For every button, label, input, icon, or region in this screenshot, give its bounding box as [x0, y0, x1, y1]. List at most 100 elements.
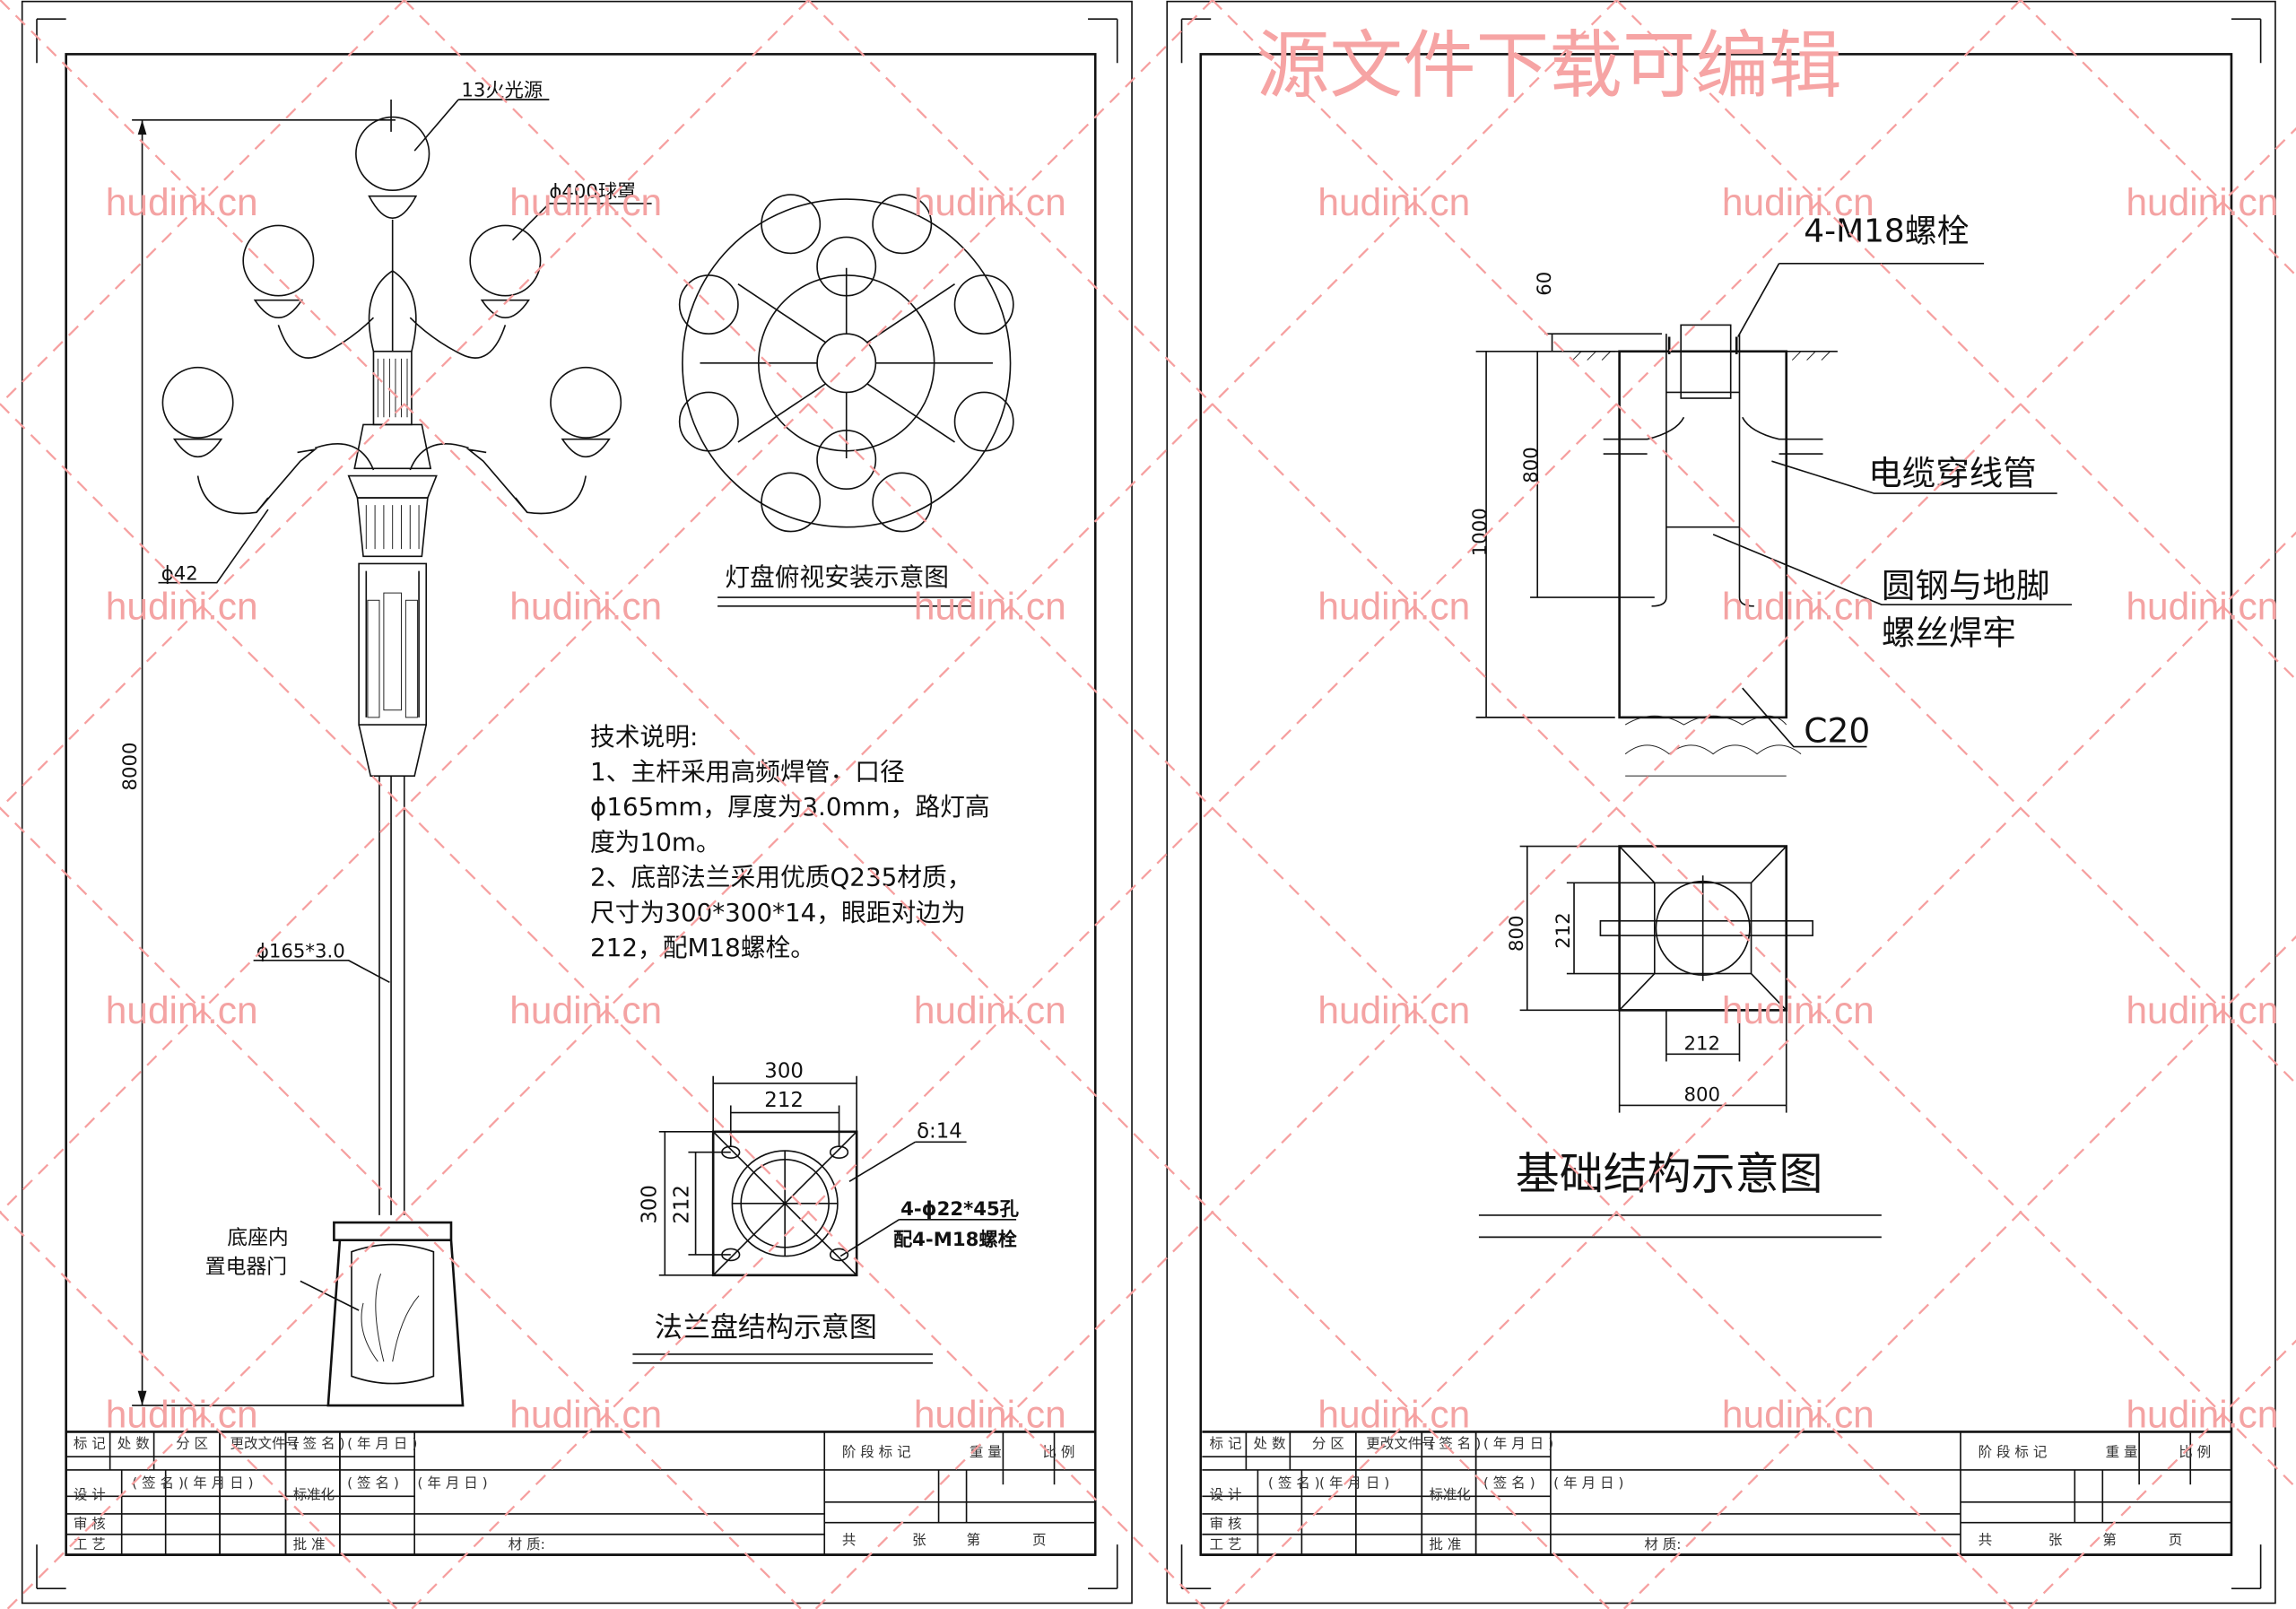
title-block-line: [1202, 1456, 1961, 1535]
title-block-header: ( 签 名 ): [293, 1435, 345, 1451]
watermark-text: hudini.cn: [914, 586, 1066, 628]
title-block-line: [1202, 1431, 2231, 1556]
standard-sign: ( 签 名 ): [347, 1475, 399, 1492]
watermark-text: hudini.cn: [1318, 1394, 1470, 1436]
standard-sign: ( 签 名 ): [1483, 1475, 1535, 1492]
globe: [550, 366, 622, 439]
process-label: 工 艺: [74, 1536, 106, 1552]
watermark-line: [1615, 0, 2296, 682]
watermark-line: [1212, 0, 2296, 1085]
watermark-line: [0, 0, 405, 406]
sheet-count-label: 张: [2048, 1532, 2063, 1548]
title-block-line: [1550, 1431, 2231, 1555]
review-label: 审 核: [74, 1516, 106, 1532]
standard-label: 标准化: [293, 1487, 335, 1503]
tech-note-line: ϕ165mm，厚度为3.0mm，路灯高: [590, 792, 990, 822]
watermark-text: hudini.cn: [2126, 181, 2278, 223]
watermark-text: hudini.cn: [914, 989, 1066, 1031]
top-view-title: 灯盘俯视安装示意图: [725, 562, 949, 592]
title-block-left: 标 记处 数分 区更改文件号( 签 名 )( 年 月 日 )设 计( 签 名 )…: [65, 1431, 1096, 1556]
foundation-title: 基础结构示意图: [1516, 1149, 1823, 1200]
right-sheet-frame: [1199, 53, 2233, 1556]
sheet-count-label: 共: [842, 1532, 857, 1548]
weld-label-2: 螺丝焊牢: [1882, 613, 2016, 652]
material-label: 材 质:: [1644, 1536, 1681, 1552]
watermark-line: [0, 1210, 399, 1609]
watermark-text: hudini.cn: [106, 1394, 258, 1436]
watermark-text: hudini.cn: [106, 586, 258, 628]
flange-title: 法兰盘结构示意图: [655, 1311, 877, 1344]
watermark-text: hudini.cn: [2126, 586, 2278, 628]
base-door-label-2: 置电器门: [205, 1256, 287, 1279]
watermark-line: [410, 0, 2022, 1609]
title-block-header: 更改文件号: [1366, 1435, 1436, 1451]
watermark-line: [2026, 1339, 2296, 1609]
flange-drawing: 300 212 300 212 δ:14 4-ϕ22*45孔 配4-M18螺栓 …: [632, 1059, 1019, 1364]
title-block-line: [65, 1456, 825, 1535]
title-block-header: 处 数: [117, 1435, 150, 1451]
title-block-line: [219, 1431, 341, 1555]
tech-note-line: 212，配M18螺栓。: [590, 933, 815, 962]
sheet-count-label: 共: [1979, 1532, 1993, 1548]
watermark-text: hudini.cn: [2126, 989, 2278, 1031]
foundation-plan: 800 212 212 800 基础结构示意图: [1478, 845, 1882, 1239]
approve-label: 批 准: [1429, 1536, 1461, 1552]
design-date: ( 年 月 日 ): [1319, 1475, 1389, 1492]
standard-label: 标准化: [1429, 1487, 1471, 1503]
watermark-text: hudini.cn: [1318, 586, 1470, 628]
flange-holes: 4-ϕ22*45孔: [900, 1198, 1019, 1221]
watermark-text: hudini.cn: [1722, 1394, 1874, 1436]
design-date: ( 年 月 日 ): [183, 1475, 253, 1492]
title-block-header: 分 区: [176, 1435, 208, 1451]
globe: [161, 366, 234, 439]
pole-pipe-label: ϕ165*3.0: [257, 941, 345, 963]
watermark-line: [2020, 0, 2296, 277]
flange-dim-side-outer: 300: [639, 1185, 662, 1224]
watermark-text: hudini.cn: [509, 586, 662, 628]
watermark-text: hudini.cn: [106, 181, 258, 223]
watermark-banner: 源文件下载可编辑: [1257, 23, 1842, 109]
weld-label-1: 圆钢与地脚: [1882, 566, 2050, 605]
tech-note-line: 2、底部法兰采用优质Q235材质，: [590, 863, 971, 892]
sheet-count-label: 第: [2102, 1532, 2117, 1548]
watermark-line: [813, 126, 2296, 1609]
watermark-text: hudini.cn: [914, 181, 1066, 223]
lamp-pole-elevation: 8000 13火光源 ϕ400球罩 ϕ42 ϕ165*3.0 底座内 置电器门: [119, 80, 652, 1407]
watermark-line: [807, 0, 2296, 1490]
plan-inner-v-dim: 212: [1552, 912, 1575, 949]
watermark-line: [0, 402, 1207, 1609]
globe-label: ϕ400球罩: [549, 180, 636, 203]
flange-dim-outer: 300: [764, 1059, 804, 1083]
globe: [242, 224, 315, 297]
right-sheet-border: [1166, 0, 2276, 1605]
arm-pipe-label: ϕ42: [161, 562, 198, 585]
standard-date: ( 年 月 日 ): [417, 1475, 487, 1492]
stage-label: 阶 段 标 记: [1979, 1444, 2048, 1460]
weight-label: 重 量: [970, 1444, 1002, 1460]
tech-note-line: 度为10m。: [590, 827, 721, 857]
title-block-header: 标 记: [74, 1435, 106, 1451]
base-door-label-1: 底座内: [227, 1227, 289, 1250]
bolts-label: 4-M18螺栓: [1804, 213, 1969, 249]
watermark-text: hudini.cn: [914, 1394, 1066, 1436]
watermark-line: [1622, 935, 2296, 1609]
watermark-text: hudini.cn: [509, 181, 662, 223]
dim-top: 60: [1534, 272, 1556, 296]
watermark-text: hudini.cn: [509, 1394, 662, 1436]
foundation-section: 60 800 1000 4-M18螺栓 电缆穿线管 圆钢与地脚 螺丝焊牢 C20: [1469, 213, 2073, 777]
watermark-line: [0, 0, 1213, 1214]
title-block-line: [65, 1431, 1096, 1556]
title-block-header: 更改文件号: [230, 1435, 300, 1451]
title-block-line: [413, 1431, 1096, 1555]
title-block-right: 标 记处 数分 区更改文件号( 签 名 )( 年 月 日 )设 计( 签 名 )…: [1202, 1431, 2231, 1556]
material-label: 材 质:: [509, 1536, 545, 1552]
flange-dim-inner: 212: [764, 1089, 804, 1112]
plan-inner-h-dim: 212: [1683, 1032, 1720, 1055]
flange-bolts: 配4-M18螺栓: [893, 1229, 1018, 1251]
concrete-label: C20: [1804, 711, 1870, 751]
design-sign: ( 签 名 ): [132, 1475, 184, 1492]
watermark-text: hudini.cn: [1318, 989, 1470, 1031]
title-block-header: ( 年 月 日 ): [1483, 1435, 1553, 1451]
sheet-count-label: 页: [1032, 1532, 1047, 1548]
